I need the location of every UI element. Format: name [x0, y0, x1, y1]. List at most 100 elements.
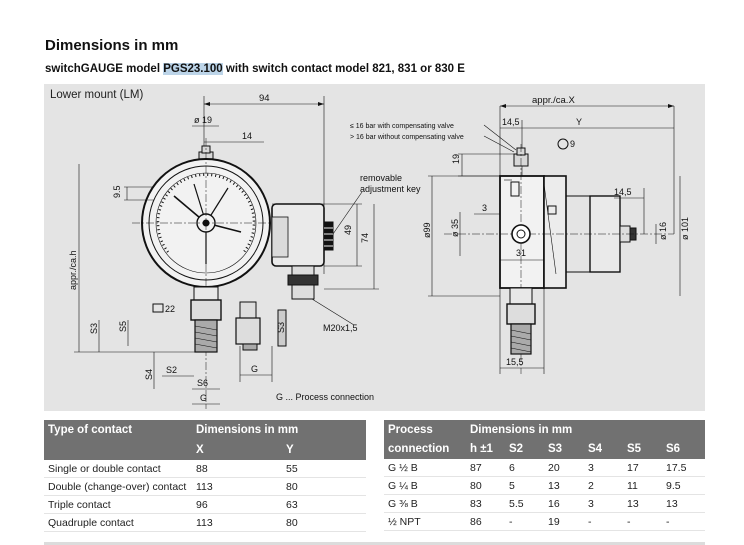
table-row: ½ NPT 86 - 19 - - -	[384, 512, 705, 531]
s3-left: S3	[89, 323, 99, 334]
front-view: 94 ø 19 14	[68, 93, 421, 409]
contact-x: 88	[192, 460, 282, 478]
header-y: Y	[282, 440, 366, 460]
process-s4: -	[584, 512, 623, 531]
dim-19: ø 19	[194, 115, 212, 125]
process-s6: -	[662, 512, 705, 531]
table-row: Single or double contact 88 55	[44, 460, 366, 478]
contact-type-table: Type of contact Dimensions in mm X Y Sin…	[44, 420, 366, 532]
dim-3: 3	[482, 203, 487, 213]
table-row: Double (change-over) contact 113 80	[44, 477, 366, 496]
process-h: 87	[466, 459, 505, 477]
subtitle-suffix: with switch contact model 821, 831 or 83…	[222, 63, 465, 75]
header-s2: S2	[505, 439, 544, 459]
dim-14-5-top: 14,5	[502, 117, 520, 127]
process-s3: 19	[544, 512, 584, 531]
process-s5: 11	[623, 476, 662, 495]
process-s5: 13	[623, 494, 662, 513]
dim-19-right: 19	[451, 154, 461, 164]
process-g: G ¼ B	[384, 476, 466, 495]
header-blank	[44, 440, 192, 460]
contact-y: 80	[282, 513, 366, 532]
header-h: h ±1	[466, 439, 505, 459]
removable-label-1: removable	[360, 173, 402, 183]
table-row: Triple contact 96 63	[44, 495, 366, 514]
process-s2: -	[505, 512, 544, 531]
dim-o9: 9	[570, 139, 575, 149]
header-s5: S5	[623, 439, 662, 459]
header-dimensions: Dimensions in mm	[192, 420, 366, 440]
removable-label-2: adjustment key	[360, 184, 421, 194]
contact-x: 113	[192, 477, 282, 496]
g-right: G	[251, 364, 258, 374]
page-subtitle: switchGAUGE model PGS23.100 with switch …	[45, 63, 465, 75]
side-view: ≤ 16 bar with compensating valve > 16 ba…	[350, 95, 690, 374]
m20-label: M20x1,5	[323, 323, 358, 333]
contact-y: 80	[282, 477, 366, 496]
contact-x: 96	[192, 495, 282, 514]
subtitle-prefix: switchGAUGE model	[45, 63, 164, 75]
process-h: 83	[466, 494, 505, 513]
dim-14: 14	[242, 131, 252, 141]
process-s4: 3	[584, 459, 623, 477]
contact-y: 63	[282, 495, 366, 514]
table-row: G ½ B 87 6 20 3 17 17.5	[384, 459, 705, 477]
contact-type: Triple contact	[44, 495, 192, 514]
dim-9-5: 9.5	[112, 185, 122, 198]
appr-x: appr./ca.X	[532, 95, 575, 106]
header-s4: S4	[584, 439, 623, 459]
view-label: Lower mount (LM)	[50, 89, 144, 101]
header-type-of-contact: Type of contact	[44, 420, 192, 440]
contact-type: Quadruple contact	[44, 513, 192, 532]
dim-14-5-right: 14,5	[614, 187, 632, 197]
process-s5: -	[623, 512, 662, 531]
dim-35: ø 35	[450, 219, 460, 237]
header-process: Process	[384, 420, 466, 439]
table-row: G ⅜ B 83 5.5 16 3 13 13	[384, 494, 705, 513]
process-s3: 13	[544, 476, 584, 495]
process-s5: 17	[623, 459, 662, 477]
process-g: ½ NPT	[384, 512, 466, 531]
process-s4: 2	[584, 476, 623, 495]
header-dimensions: Dimensions in mm	[466, 420, 705, 439]
process-h: 80	[466, 476, 505, 495]
header-connection: connection	[384, 439, 466, 459]
technical-drawing: Lower mount (LM) 94 ø 19 14	[44, 84, 705, 411]
s6: S6	[197, 378, 208, 388]
g-left: G	[200, 393, 207, 403]
process-s6: 17.5	[662, 459, 705, 477]
process-s3: 20	[544, 459, 584, 477]
contact-type: Double (change-over) contact	[44, 477, 192, 496]
dim-49: 49	[343, 225, 353, 235]
drawing-svg: 94 ø 19 14	[68, 93, 690, 409]
process-connection-note: G ... Process connection	[276, 392, 374, 402]
bottom-band	[44, 542, 705, 545]
s2: S2	[166, 365, 177, 375]
dim-74: 74	[360, 233, 370, 243]
header-x: X	[192, 440, 282, 460]
header-s3: S3	[544, 439, 584, 459]
s4: S4	[144, 369, 154, 380]
process-g: G ½ B	[384, 459, 466, 477]
dim-99: ø99	[422, 222, 432, 238]
process-s3: 16	[544, 494, 584, 513]
dim-94: 94	[259, 93, 270, 104]
s5-left: S5	[118, 321, 128, 332]
dim-31: 31	[516, 248, 526, 258]
dim-y: Y	[576, 117, 582, 127]
contact-type: Single or double contact	[44, 460, 192, 478]
note-16-with: ≤ 16 bar with compensating valve	[350, 123, 454, 130]
process-s6: 13	[662, 494, 705, 513]
square-22: 22	[165, 304, 175, 314]
process-s2: 6	[505, 459, 544, 477]
process-s6: 9.5	[662, 476, 705, 495]
appr-h: appr./ca.h	[68, 250, 78, 290]
dim-101: ø 101	[680, 217, 690, 240]
s3-right: S3	[276, 322, 286, 333]
process-connection-table: Process Dimensions in mm connection h ±1…	[384, 420, 705, 531]
dim-15-5: 15,5	[506, 357, 524, 367]
header-s6: S6	[662, 439, 705, 459]
process-h: 86	[466, 512, 505, 531]
table-row: Quadruple contact 113 80	[44, 513, 366, 532]
contact-y: 55	[282, 460, 366, 478]
